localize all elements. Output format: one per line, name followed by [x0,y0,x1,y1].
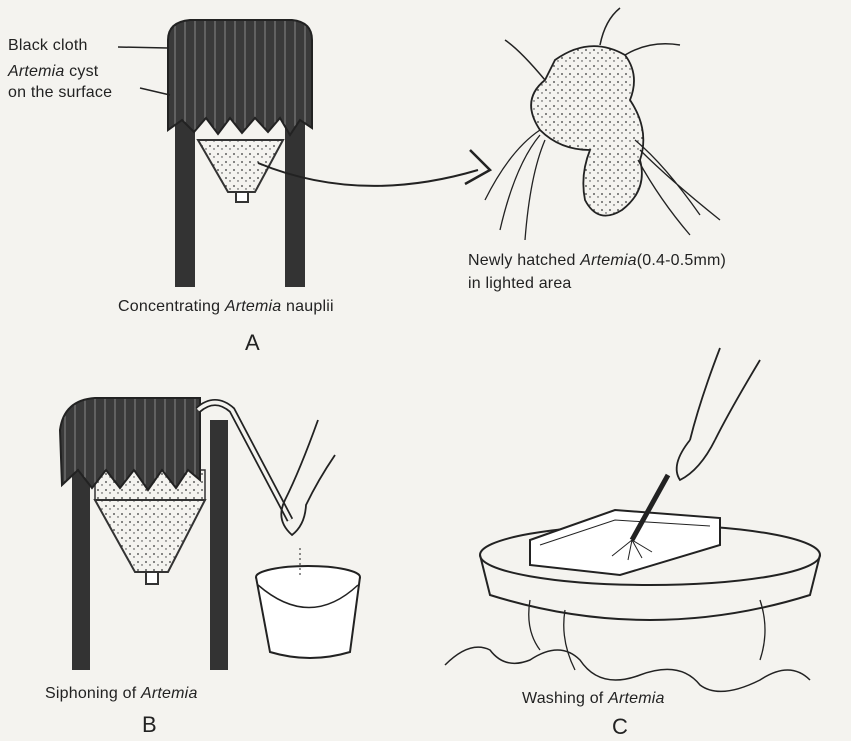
panel-letter-b: B [142,712,157,738]
caption-washing: Washing of Artemia [522,690,665,708]
tank-valve [236,192,248,202]
tank-leg-right-b [210,420,228,670]
label-newly-hatched: Newly hatched Artemia(0.4-0.5mm) [468,252,726,270]
label-lighted-area: in lighted area [468,275,572,293]
panel-letter-c: C [612,714,628,740]
pointer-black-cloth [118,47,168,48]
caption-siphoning: Siphoning of Artemia [45,685,198,703]
panel-b-tank [60,398,360,670]
sieve-tray [530,510,720,575]
black-cloth [168,20,312,135]
label-black-cloth: Black cloth [8,37,88,55]
panel-letter-a: A [245,330,260,356]
tank-valve-b [146,572,158,584]
conical-tank [198,140,283,192]
panel-c-washing [445,348,820,691]
panel-a-tank [118,20,312,287]
caption-concentrating: Concentrating Artemia nauplii [118,298,334,316]
label-on-the-surface: on the surface [8,84,112,102]
label-artemia-cyst: Artemia cyst [8,63,98,81]
conical-tank-b [95,500,205,572]
pointer-cyst [140,88,170,95]
artemia-nauplius [485,8,720,240]
